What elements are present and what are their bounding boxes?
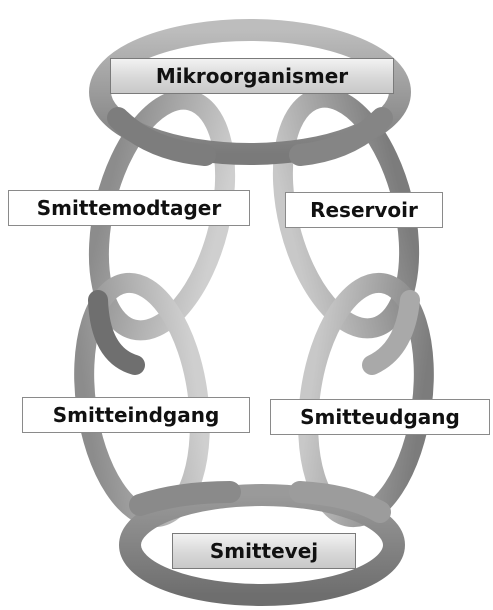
node-mikroorganismer: Mikroorganismer [110,58,394,94]
ring-overlap-bottom-left [140,492,230,505]
node-smittevej: Smittevej [172,533,356,569]
node-smittemodtager: Smittemodtager [8,190,250,226]
ring-overlap-top-right [300,118,382,155]
node-smitteudgang: Smitteudgang [270,399,490,435]
node-smitteindgang: Smitteindgang [22,397,250,433]
node-reservoir: Reservoir [285,192,443,228]
